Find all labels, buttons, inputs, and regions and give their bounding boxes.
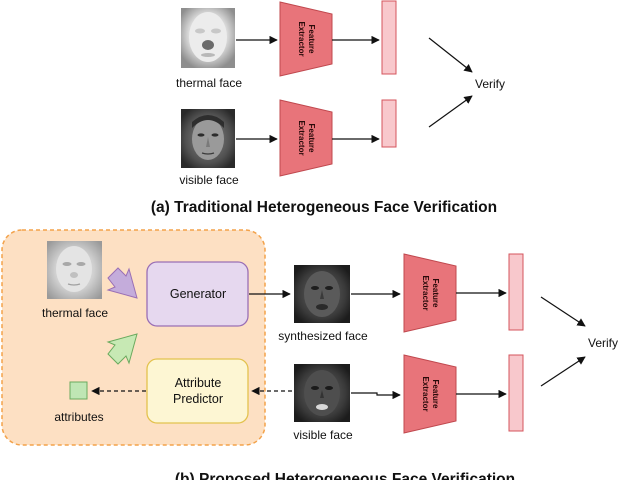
visible-face-label-a: visible face bbox=[179, 173, 239, 187]
extractor-label-line1: Feature bbox=[307, 25, 316, 54]
verify-label-b: Verify bbox=[588, 336, 618, 350]
synthesized-face-label: synthesized face bbox=[278, 329, 368, 343]
feature-extractor-a-top: Feature Extractor bbox=[279, 1, 333, 77]
arrow-to-verify-b-bottom bbox=[540, 356, 586, 387]
purple-arrow-to-generator bbox=[106, 267, 138, 299]
extractor-label-line1: Feature bbox=[307, 124, 316, 153]
extractor-label-line2: Extractor bbox=[297, 21, 306, 56]
feature-vector-a-top bbox=[381, 0, 397, 75]
arrow-visible-to-extractor-b bbox=[351, 390, 401, 400]
predictor-label-line1: Attribute bbox=[175, 376, 222, 390]
visible-face-image-b bbox=[294, 364, 350, 422]
verify-label-a: Verify bbox=[475, 77, 505, 91]
extractor-label-line1: Feature bbox=[431, 279, 440, 308]
visible-face-image-a bbox=[181, 109, 235, 168]
generator-label: Generator bbox=[170, 287, 226, 301]
caption-b: (b) Proposed Heterogeneous Face Verifica… bbox=[175, 471, 515, 480]
arrow-to-verify-a-top bbox=[428, 37, 473, 73]
feature-extractor-a-bottom: Feature Extractor bbox=[279, 99, 333, 177]
thermal-face-label-a: thermal face bbox=[176, 76, 242, 90]
panel-b: thermal face Generator Attribute Predict… bbox=[1, 229, 618, 480]
generator-box bbox=[146, 261, 249, 327]
thermal-face-image-a bbox=[181, 8, 235, 68]
synthesized-face-image bbox=[294, 265, 350, 323]
feature-vector-a-bottom bbox=[381, 99, 397, 148]
arrow-to-verify-b-top bbox=[540, 296, 586, 327]
feature-vector-b-bottom bbox=[508, 354, 524, 432]
feature-vector-b-top bbox=[508, 253, 524, 331]
thermal-face-label-b: thermal face bbox=[42, 306, 108, 320]
thermal-face-image-b bbox=[47, 241, 102, 299]
feature-extractor-b-top: Feature Extractor bbox=[403, 253, 457, 333]
caption-a: (a) Traditional Heterogeneous Face Verif… bbox=[151, 199, 497, 216]
attribute-predictor-box bbox=[146, 358, 249, 424]
predictor-label-line2: Predictor bbox=[173, 392, 223, 406]
extractor-label-line2: Extractor bbox=[421, 275, 430, 310]
green-arrow-to-generator bbox=[106, 333, 138, 365]
extractor-label-line2: Extractor bbox=[297, 120, 306, 155]
feature-extractor-b-bottom: Feature Extractor bbox=[403, 354, 457, 434]
arrow-to-verify-a-bottom bbox=[428, 95, 473, 128]
attributes-label: attributes bbox=[54, 410, 103, 424]
attributes-square bbox=[69, 381, 88, 400]
panel-a: thermal face visible face Feature Extrac… bbox=[151, 0, 505, 216]
extractor-label-line2: Extractor bbox=[421, 376, 430, 411]
extractor-label-line1: Feature bbox=[431, 380, 440, 409]
visible-face-label-b: visible face bbox=[293, 428, 353, 442]
